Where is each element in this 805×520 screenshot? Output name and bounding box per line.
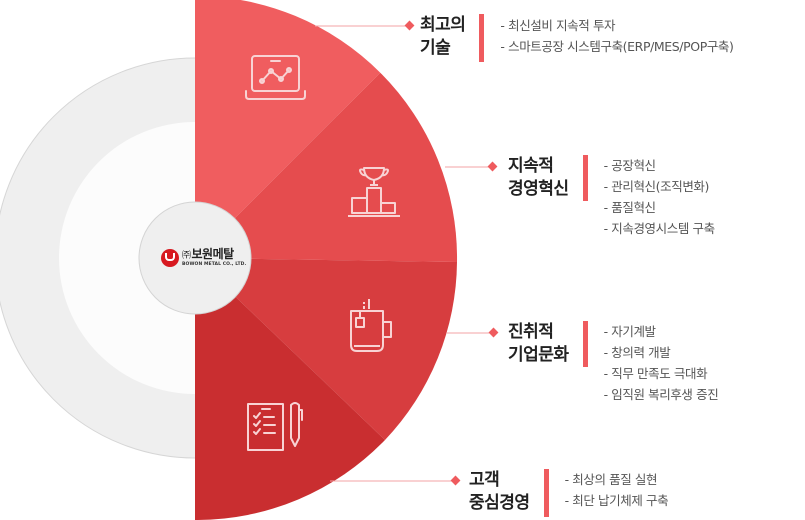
title-line-2: 기술 (420, 38, 451, 58)
bullet-list: - 최신설비 지속적 투자 - 스마트공장 시스템구축(ERP/MES/POP구… (500, 15, 733, 57)
laptop-chart-icon (245, 55, 306, 100)
accent-bar (582, 155, 588, 201)
trophy-podium-icon (348, 167, 400, 217)
title-line-1: 지속적 (508, 156, 554, 176)
bullet-item: - 최상의 품질 실현 (564, 472, 658, 487)
section-title: 고객 중심경영 (469, 469, 530, 515)
section-culture: 진취적 기업문화 - 자기계발 - 창의력 개발 - 직무 만족도 극대화 - … (508, 321, 719, 405)
section-title: 지속적 경영혁신 (508, 155, 569, 201)
logo-name-en: BOWON METAL CO., LTD. (182, 262, 247, 268)
logo-mark-icon (161, 249, 179, 267)
connector-4 (330, 475, 461, 486)
section-technology: 최고의 기술 - 최신설비 지속적 투자 - 스마트공장 시스템구축(ERP/M… (420, 14, 734, 62)
section-title: 진취적 기업문화 (508, 321, 569, 367)
bullet-list: - 최상의 품질 실현 - 최단 납기체제 구축 (565, 469, 669, 511)
wedge-customer (195, 258, 385, 520)
bullet-item: - 최신설비 지속적 투자 (500, 18, 616, 33)
tea-mug-icon (350, 299, 392, 352)
bullet-item: - 최단 납기체제 구축 (564, 493, 669, 508)
accent-bar (543, 469, 549, 517)
bullet-list: - 공장혁신 - 관리혁신(조직변화) - 품질혁신 - 지속경영시스템 구축 (603, 155, 716, 239)
accent-bar (479, 14, 485, 62)
section-innovation: 지속적 경영혁신 - 공장혁신 - 관리혁신(조직변화) - 품질혁신 - 지속… (508, 155, 715, 239)
title-line-1: 최고의 (420, 15, 466, 35)
bullet-item: - 관리혁신(조직변화) (603, 179, 710, 194)
wedge-culture (195, 258, 457, 440)
center-circle (138, 201, 252, 315)
bullet-item: - 자기계발 (603, 324, 656, 339)
section-title: 최고의 기술 (420, 14, 466, 60)
logo-corp-mark: ㈜ (182, 251, 191, 262)
title-line-2: 중심경영 (469, 493, 530, 513)
bullet-item: - 지속경영시스템 구축 (603, 221, 716, 236)
bullet-item: - 스마트공장 시스템구축(ERP/MES/POP구축) (500, 39, 734, 54)
bullet-item: - 임직원 복리후생 증진 (603, 387, 719, 402)
wedge-innovation (195, 72, 458, 262)
connector-2 (445, 161, 498, 172)
bullet-item: - 공장혁신 (603, 158, 656, 173)
logo-name-ko: 보원메탈 (191, 247, 235, 262)
section-customer: 고객 중심경영 - 최상의 품질 실현 - 최단 납기체제 구축 (469, 469, 669, 517)
checklist-pen-icon (247, 402, 303, 451)
bullet-item: - 창의력 개발 (603, 345, 671, 360)
wedge-technology (195, 0, 381, 258)
title-line-1: 진취적 (508, 322, 554, 342)
bullet-list: - 자기계발 - 창의력 개발 - 직무 만족도 극대화 - 임직원 복리후생 … (604, 321, 719, 405)
bullet-item: - 품질혁신 (603, 200, 656, 215)
connector-3 (447, 327, 499, 338)
connector-1 (315, 20, 415, 31)
title-line-2: 경영혁신 (508, 179, 569, 199)
company-logo: ㈜보원메탈 BOWON METAL CO., LTD. (161, 243, 261, 273)
bullet-item: - 직무 만족도 극대화 (603, 366, 708, 381)
title-line-1: 고객 (469, 470, 500, 490)
accent-bar (582, 321, 588, 367)
title-line-2: 기업문화 (508, 345, 569, 365)
